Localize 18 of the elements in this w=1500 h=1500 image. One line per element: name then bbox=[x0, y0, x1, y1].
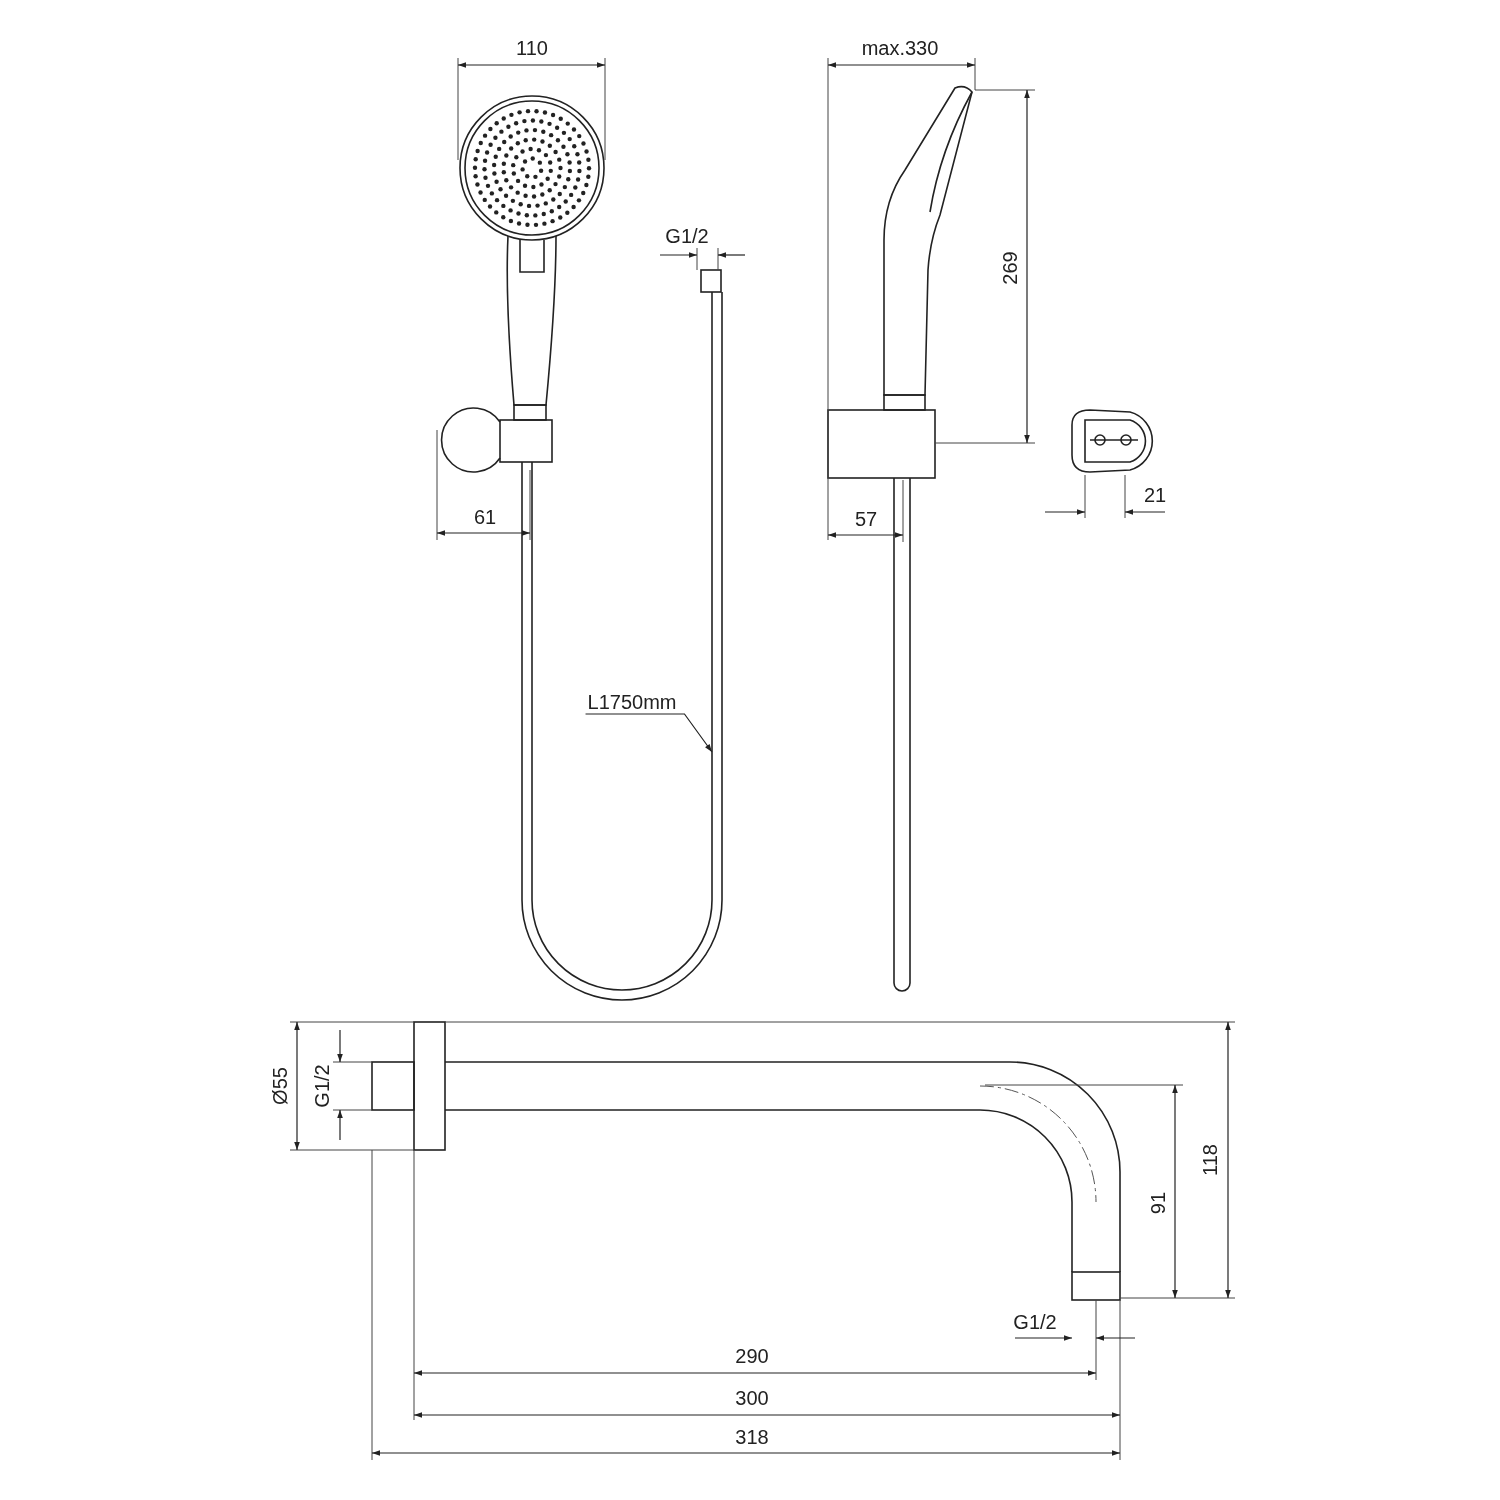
length-label: L1750mm bbox=[587, 692, 677, 712]
hose-drawing bbox=[521, 269, 723, 1001]
dimension-label: G1/2 bbox=[1013, 1312, 1057, 1332]
dimension-label: 118 bbox=[1200, 1144, 1220, 1176]
dimension-label: 57 bbox=[854, 509, 878, 529]
dimension-label: max.330 bbox=[861, 38, 939, 58]
dimension-label: G1/2 bbox=[665, 226, 709, 246]
dimension-label: G1/2 bbox=[312, 1064, 332, 1108]
dimension-label: 61 bbox=[473, 507, 497, 527]
dimension-label: 300 bbox=[735, 1388, 769, 1408]
dimension-label: 318 bbox=[735, 1427, 769, 1447]
dimension-label: 269 bbox=[1000, 251, 1020, 285]
dimension-label: 21 bbox=[1143, 485, 1167, 505]
dimension-label: 91 bbox=[1148, 1191, 1168, 1215]
dimension-label: 110 bbox=[516, 38, 548, 58]
leader-line bbox=[584, 713, 713, 753]
dimension-label: 290 bbox=[735, 1346, 769, 1366]
dimension-label: Ø55 bbox=[270, 1067, 290, 1105]
